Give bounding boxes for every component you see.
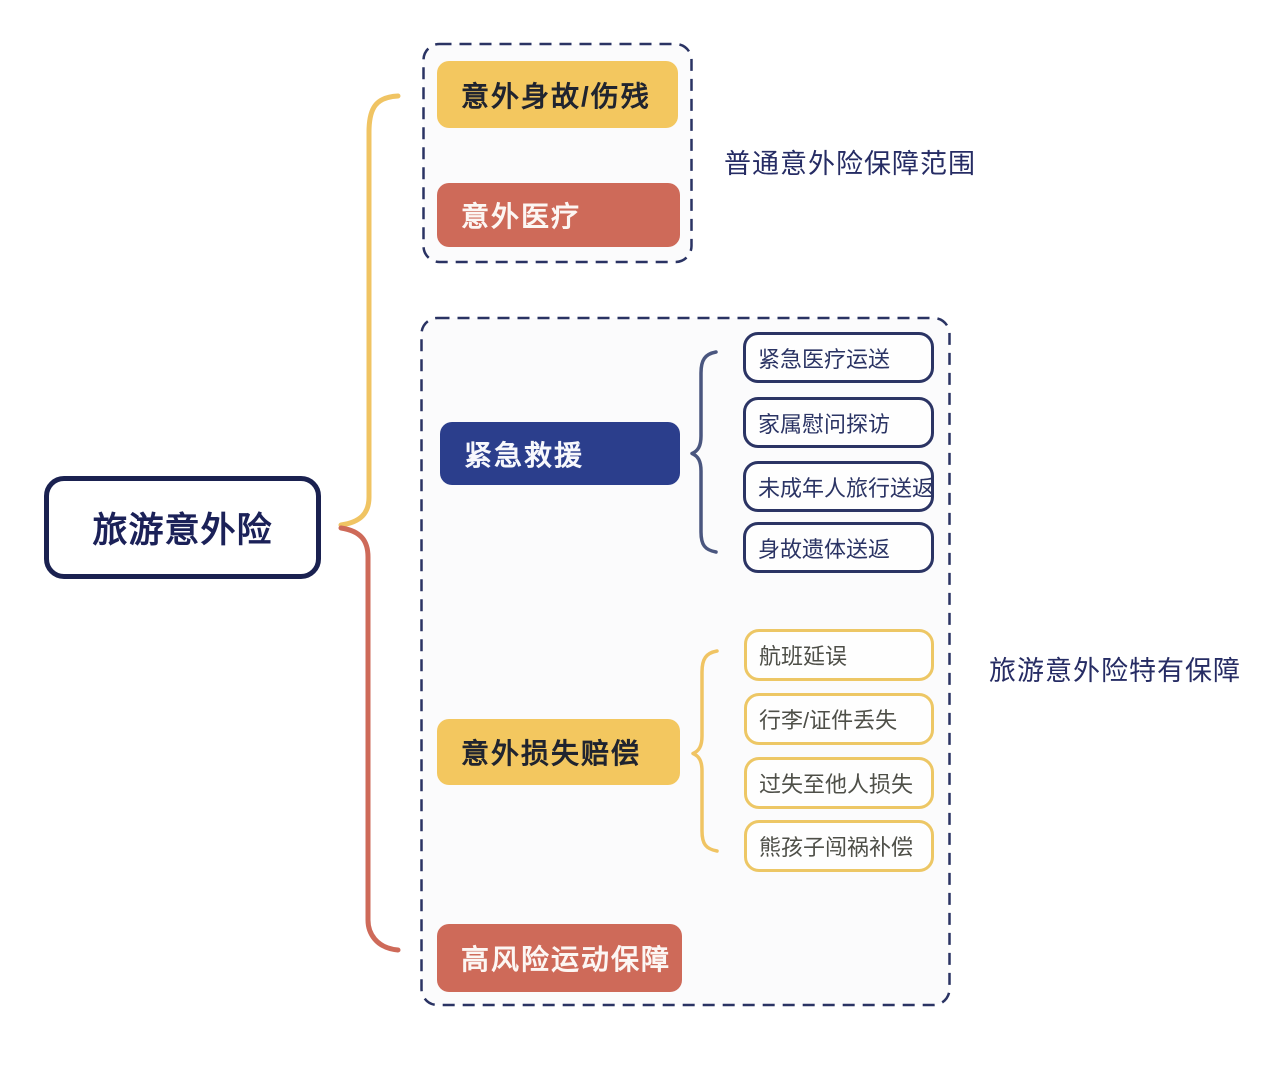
node-flight-delay: 航班延误 <box>744 629 934 681</box>
root-to-general-connector <box>338 93 401 528</box>
node-accident-medical: 意外医疗 <box>437 183 680 247</box>
node-accident-death-disability: 意外身故/伤残 <box>437 61 678 128</box>
node-negligence-third-party-loss: 过失至他人损失 <box>744 757 934 809</box>
root-to-travel-connector <box>338 525 401 953</box>
node-naughty-kid-compensation: 熊孩子闯祸补偿 <box>744 820 934 872</box>
caption-travel-specific-coverage: 旅游意外险特有保障 <box>989 656 1241 686</box>
node-emergency-medical-transport: 紧急医疗运送 <box>743 332 934 383</box>
node-minor-return-trip: 未成年人旅行送返 <box>743 461 934 512</box>
node-family-visit: 家属慰问探访 <box>743 397 934 448</box>
node-body-repatriation: 身故遗体送返 <box>743 522 934 573</box>
root-node-travel-accident-insurance: 旅游意外险 <box>44 476 321 579</box>
node-accidental-loss-compensation: 意外损失赔偿 <box>437 719 680 785</box>
node-luggage-document-loss: 行李/证件丢失 <box>744 693 934 745</box>
node-high-risk-sports-coverage: 高风险运动保障 <box>437 924 682 992</box>
caption-general-coverage: 普通意外险保障范围 <box>724 149 976 179</box>
node-emergency-rescue: 紧急救援 <box>440 422 680 485</box>
rescue-brace <box>690 350 718 554</box>
loss-brace <box>691 649 719 853</box>
